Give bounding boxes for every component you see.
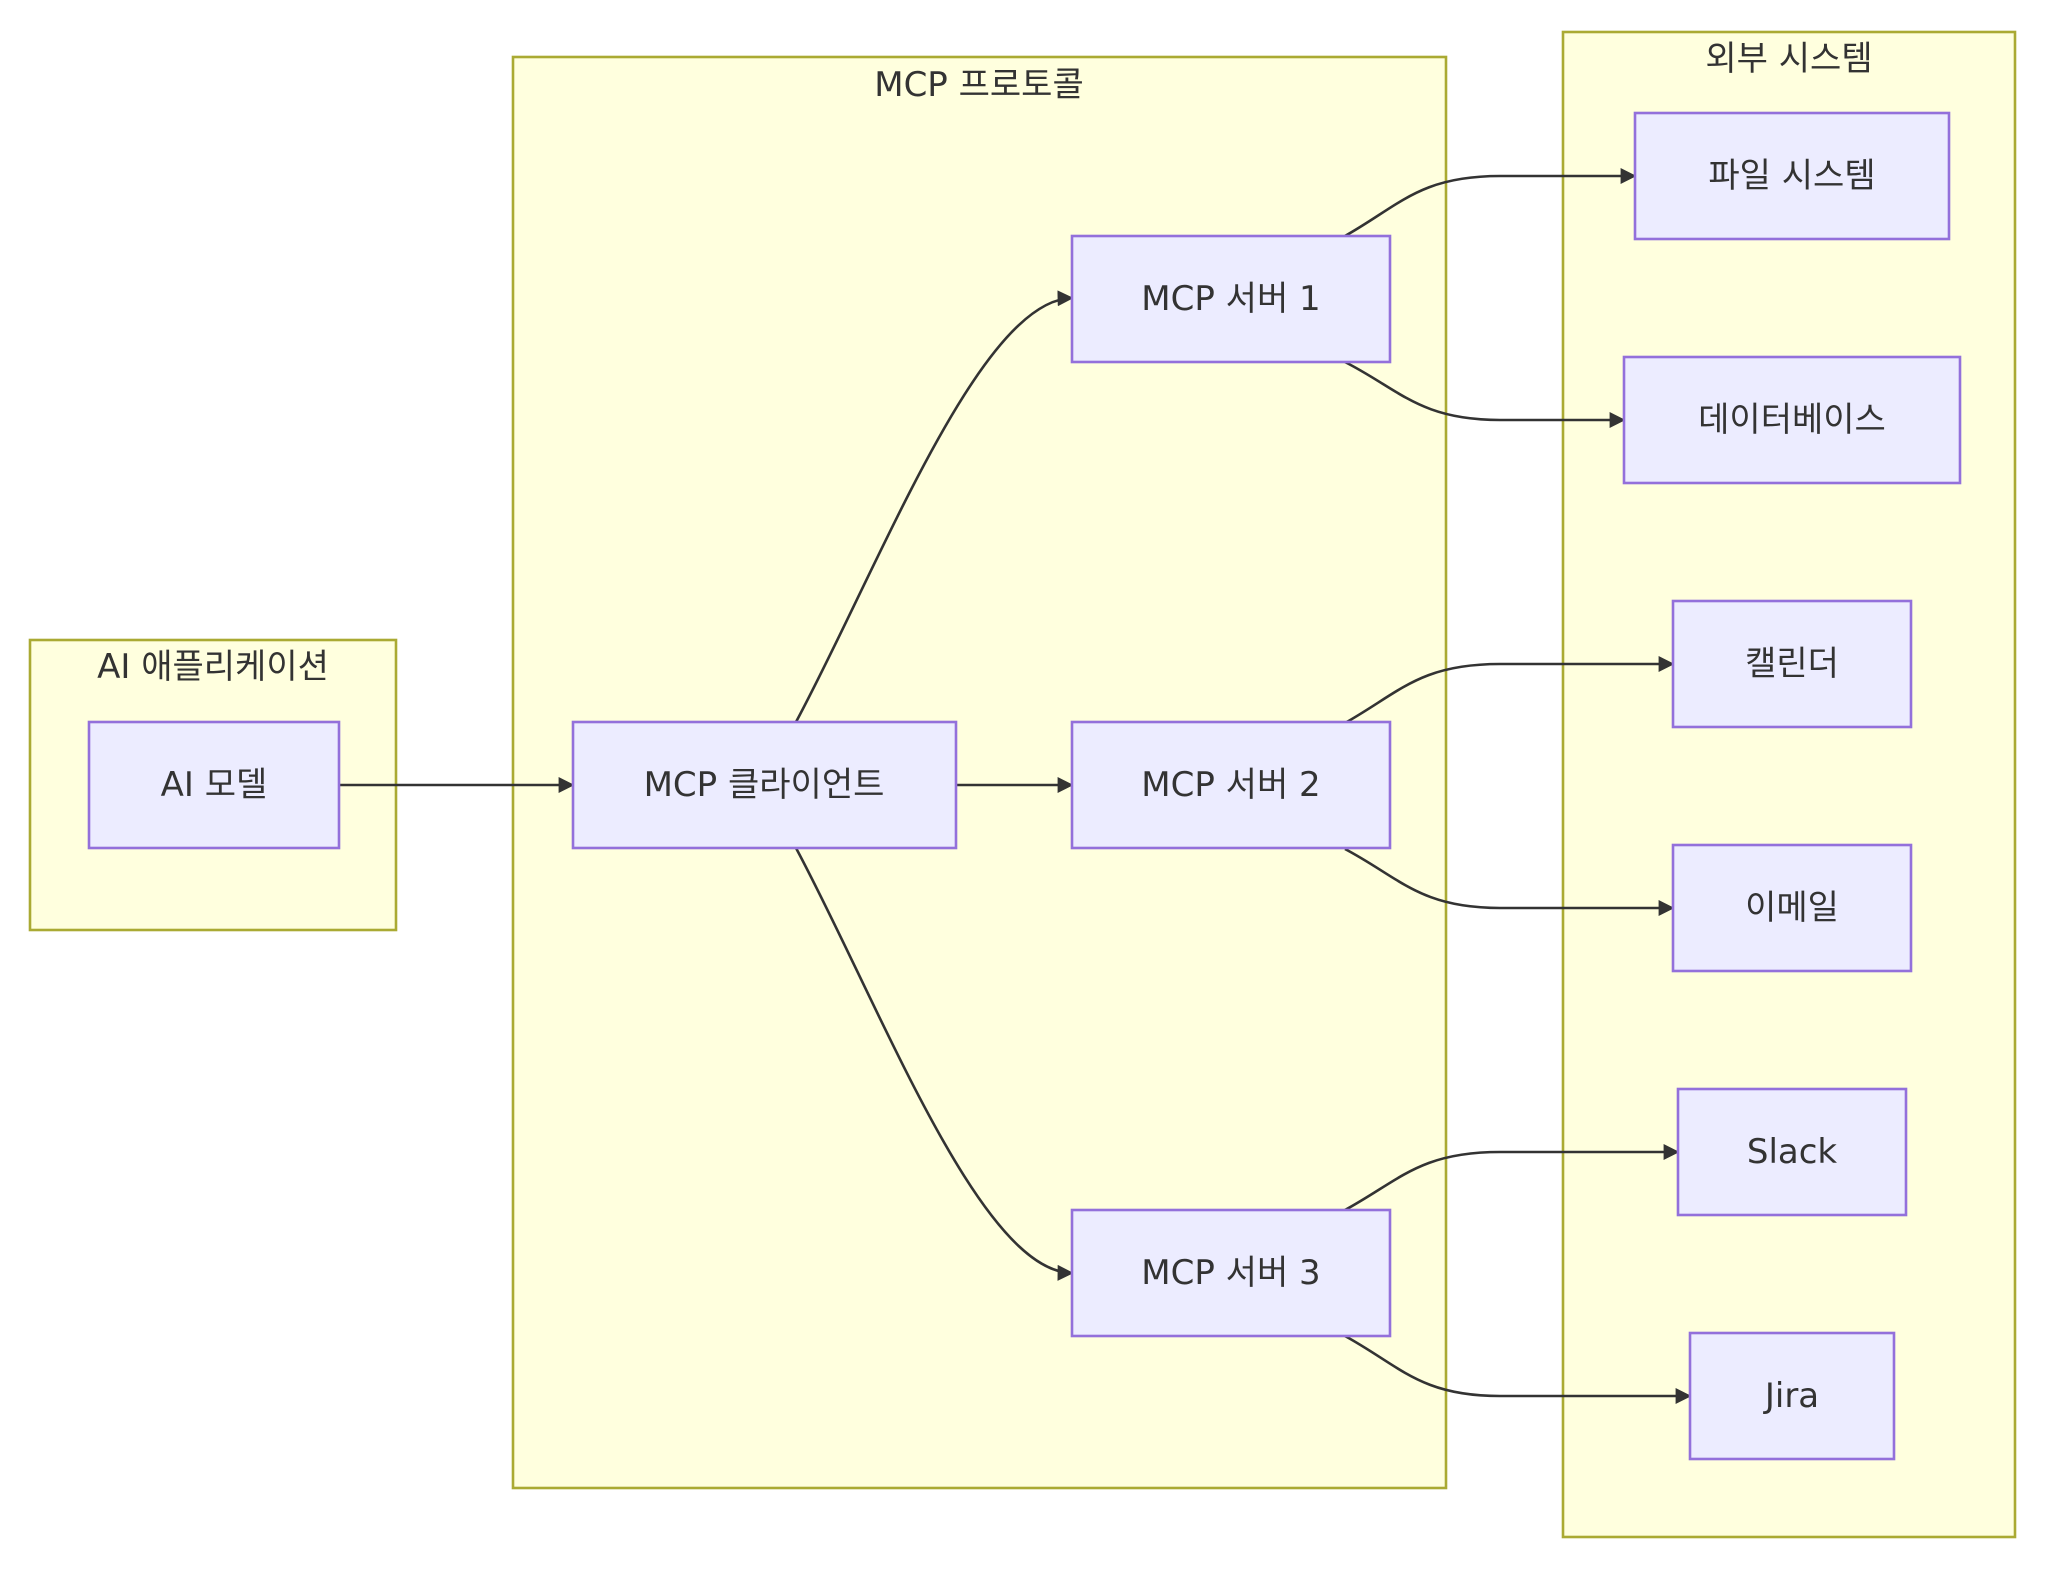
edge-mcp-client-to-server-3 xyxy=(794,847,1074,1281)
node-calendar-box xyxy=(1671,599,1913,729)
node-mcp-server-1[interactable]: MCP 서버 1 xyxy=(1070,234,1392,364)
node-mcp-server-2-box xyxy=(1070,720,1392,850)
node-slack[interactable]: Slack xyxy=(1676,1087,1908,1217)
node-calendar[interactable]: 캘린더 xyxy=(1671,599,1913,729)
node-mcp-server-1-label: MCP 서버 1 xyxy=(1141,279,1320,319)
edge-server-1-to-database xyxy=(1344,360,1626,428)
node-mcp-server-1-box xyxy=(1070,234,1392,364)
node-ai-model-box xyxy=(87,720,341,850)
node-mcp-client-label: MCP 클라이언트 xyxy=(644,765,885,805)
edge-server-2-to-email xyxy=(1344,847,1675,916)
node-mcp-server-2[interactable]: MCP 서버 2 xyxy=(1070,720,1392,850)
node-mcp-server-2-label: MCP 서버 2 xyxy=(1141,765,1320,805)
cluster-external-systems: 외부 시스템 xyxy=(1561,30,2017,1539)
node-mcp-server-3-box xyxy=(1070,1208,1392,1338)
node-database-box xyxy=(1622,355,1962,485)
node-jira-label: Jira xyxy=(1763,1376,1819,1416)
node-database[interactable]: 데이터베이스 xyxy=(1622,355,1962,485)
node-database-label: 데이터베이스 xyxy=(1698,400,1886,440)
cluster-ai-application-label: AI 애플리케이션 xyxy=(97,647,329,687)
node-jira[interactable]: Jira xyxy=(1688,1331,1896,1461)
edge-server-3-to-slack xyxy=(1344,1144,1680,1212)
edge-server-3-to-jira xyxy=(1344,1334,1692,1404)
cluster-external-systems-box xyxy=(1561,30,2017,1539)
node-slack-label: Slack xyxy=(1747,1132,1838,1172)
node-filesystem-label: 파일 시스템 xyxy=(1708,156,1875,196)
node-slack-box xyxy=(1676,1087,1908,1217)
edge-server-1-to-filesystem xyxy=(1344,168,1637,238)
node-mcp-server-3[interactable]: MCP 서버 3 xyxy=(1070,1208,1392,1338)
edge-server-2-to-calendar xyxy=(1344,656,1675,725)
node-filesystem[interactable]: 파일 시스템 xyxy=(1633,111,1951,241)
edges xyxy=(339,168,1692,1404)
node-jira-box xyxy=(1688,1331,1896,1461)
node-ai-model[interactable]: AI 모델 xyxy=(87,720,341,850)
cluster-external-systems-label: 외부 시스템 xyxy=(1705,39,1872,79)
node-filesystem-box xyxy=(1633,111,1951,241)
cluster-mcp-protocol-label: MCP 프로토콜 xyxy=(874,65,1084,105)
node-mcp-client-box xyxy=(571,720,958,850)
node-mcp-client[interactable]: MCP 클라이언트 xyxy=(571,720,958,850)
node-calendar-label: 캘린더 xyxy=(1745,644,1839,684)
node-email-box xyxy=(1671,843,1913,973)
edge-mcp-client-to-server-1 xyxy=(794,290,1074,723)
node-email-label: 이메일 xyxy=(1745,888,1839,928)
node-email[interactable]: 이메일 xyxy=(1671,843,1913,973)
node-ai-model-label: AI 모델 xyxy=(161,765,268,805)
node-mcp-server-3-label: MCP 서버 3 xyxy=(1141,1253,1320,1293)
